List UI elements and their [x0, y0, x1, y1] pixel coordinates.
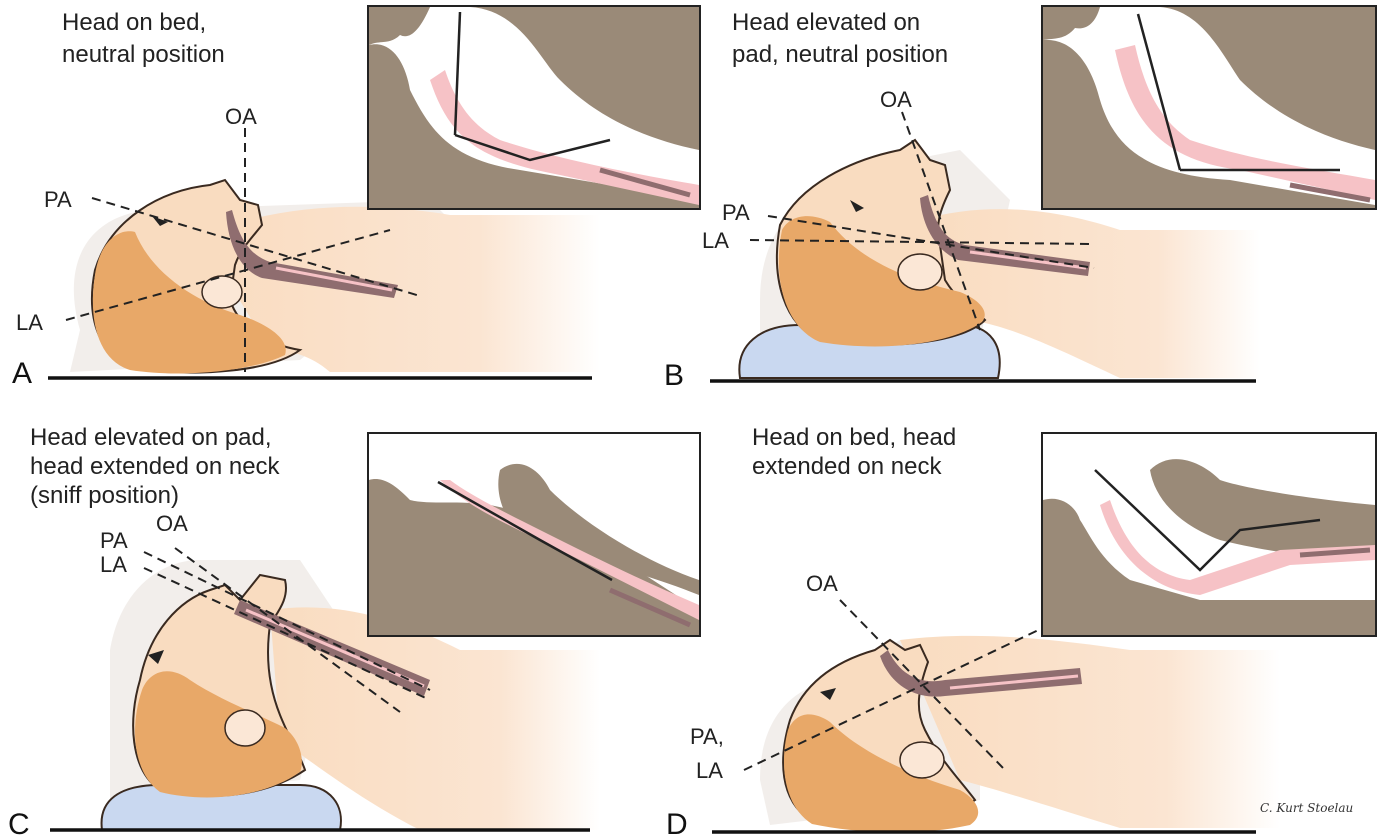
panel-d-letter: D	[666, 808, 688, 836]
artist-signature: C. Kurt Stoelau	[1260, 801, 1353, 815]
panel-d: Head on bed, head extended on neck OA PA…	[666, 424, 1376, 836]
panel-b-caption: Head elevated on pad, neutral position	[732, 9, 948, 68]
panel-c-ear	[225, 710, 265, 746]
panel-b-ear	[898, 254, 942, 290]
panel-c-oa-label: OA	[156, 511, 188, 536]
panel-b-caption-line-1: Head elevated on	[732, 9, 920, 36]
panel-a-pa-label: PA	[44, 187, 72, 212]
panel-d-caption-line-1: Head on bed, head	[752, 424, 956, 451]
panel-c-letter: C	[8, 808, 30, 836]
panel-c: Head elevated on pad, head extended on n…	[8, 424, 700, 836]
panel-d-caption-line-2: extended on neck	[752, 453, 942, 480]
panel-c-caption-line-2: head extended on neck	[30, 453, 281, 480]
panel-b-inset	[1042, 6, 1376, 209]
panel-c-caption: Head elevated on pad, head extended on n…	[30, 424, 286, 509]
panel-d-caption: Head on bed, head extended on neck	[752, 424, 963, 480]
panel-d-oa-label: OA	[806, 571, 838, 596]
panel-b-oa-label: OA	[880, 87, 912, 112]
panel-a-caption-line-1: Head on bed,	[62, 9, 206, 36]
panel-c-pa-label: PA	[100, 528, 128, 553]
panel-c-inset	[368, 433, 700, 636]
panel-c-caption-line-1: Head elevated on pad,	[30, 424, 272, 451]
panel-a-oa-label: OA	[225, 104, 257, 129]
panel-a-letter: A	[12, 357, 32, 390]
panel-c-la-label: LA	[100, 552, 127, 577]
panel-a: Head on bed, neutral position OA PA LA	[12, 6, 700, 390]
panel-b-caption-line-2: pad, neutral position	[732, 41, 948, 68]
panel-a-caption: Head on bed, neutral position	[62, 9, 225, 68]
panel-d-ear	[900, 742, 944, 778]
panel-c-caption-line-3: (sniff position)	[30, 482, 179, 509]
panel-a-inset	[368, 6, 700, 209]
panel-b-la-label: LA	[702, 228, 729, 253]
panel-d-pa-label: PA,	[690, 724, 724, 749]
panel-b-letter: B	[664, 359, 684, 392]
panel-a-la-label: LA	[16, 310, 43, 335]
panel-d-la-label: LA	[696, 758, 723, 783]
panel-a-ear	[202, 276, 242, 308]
panel-a-caption-line-2: neutral position	[62, 41, 225, 68]
panel-d-inset	[1042, 433, 1376, 636]
panel-b: Head elevated on pad, neutral position O…	[664, 6, 1376, 392]
panel-b-pa-label: PA	[722, 200, 750, 225]
